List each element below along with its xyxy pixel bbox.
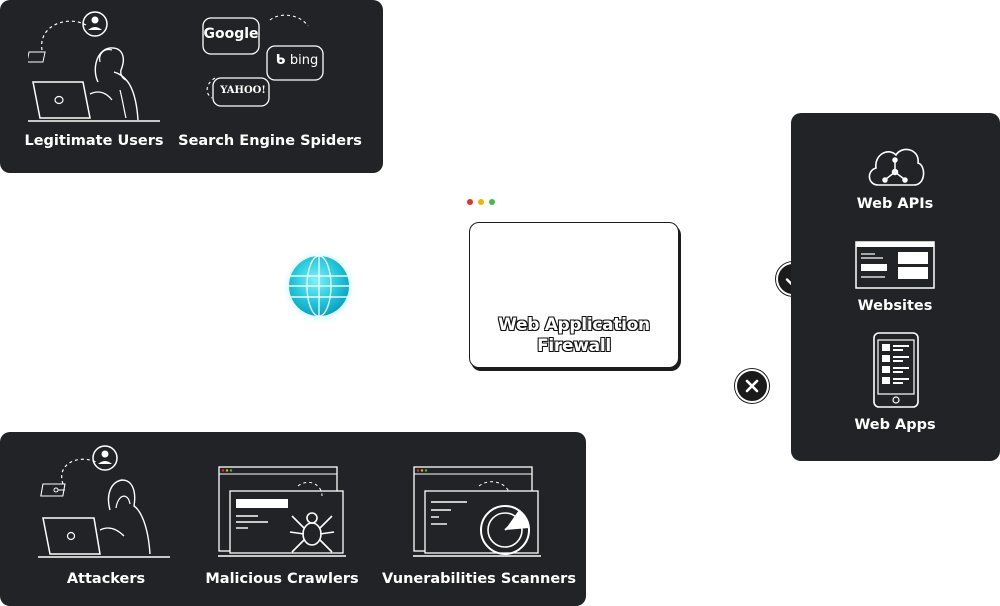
web-apis-label: Web APIs xyxy=(856,196,934,212)
yahoo-logo: YAHOO! xyxy=(220,85,266,96)
malicious-traffic-panel: Attackers Malicious Crawlers xyxy=(0,432,586,606)
web-apps-label: Web Apps xyxy=(854,417,936,433)
yellow-window-dot xyxy=(478,199,484,205)
search-engine-logos xyxy=(200,12,335,112)
websites-label: Websites xyxy=(857,298,933,314)
bing-logo: ᑲ bing xyxy=(275,53,319,68)
google-logo: Google xyxy=(203,26,259,42)
protected-assets-panel: Web APIs Websites Web Apps xyxy=(791,113,1000,461)
mobile-app-icon xyxy=(873,332,919,408)
legitimate-users-label: Legitimate Users xyxy=(24,133,164,149)
attackers-label: Attackers xyxy=(66,571,146,587)
globe-icon xyxy=(283,252,355,324)
legitimate-traffic-panel: Legitimate Users Google ᑲ bing YAHOO! Se… xyxy=(0,0,383,173)
malicious-crawler-illustration xyxy=(218,466,352,560)
vulnerability-scanners-label: Vunerabilities Scanners xyxy=(382,571,576,587)
search-engine-spiders-label: Search Engine Spiders xyxy=(178,133,362,149)
x-icon xyxy=(735,369,769,403)
red-window-dot xyxy=(467,199,473,205)
legitimate-user-illustration xyxy=(28,10,168,125)
cloud-api-icon xyxy=(864,141,926,189)
green-window-dot xyxy=(489,199,495,205)
malicious-crawlers-label: Malicious Crawlers xyxy=(205,571,359,587)
waf-box: Web Application Firewall xyxy=(469,222,679,368)
website-icon xyxy=(855,241,935,289)
attacker-illustration xyxy=(38,444,173,560)
waf-title: Web Application Firewall xyxy=(498,314,651,356)
vulnerability-scanner-illustration xyxy=(413,466,547,560)
